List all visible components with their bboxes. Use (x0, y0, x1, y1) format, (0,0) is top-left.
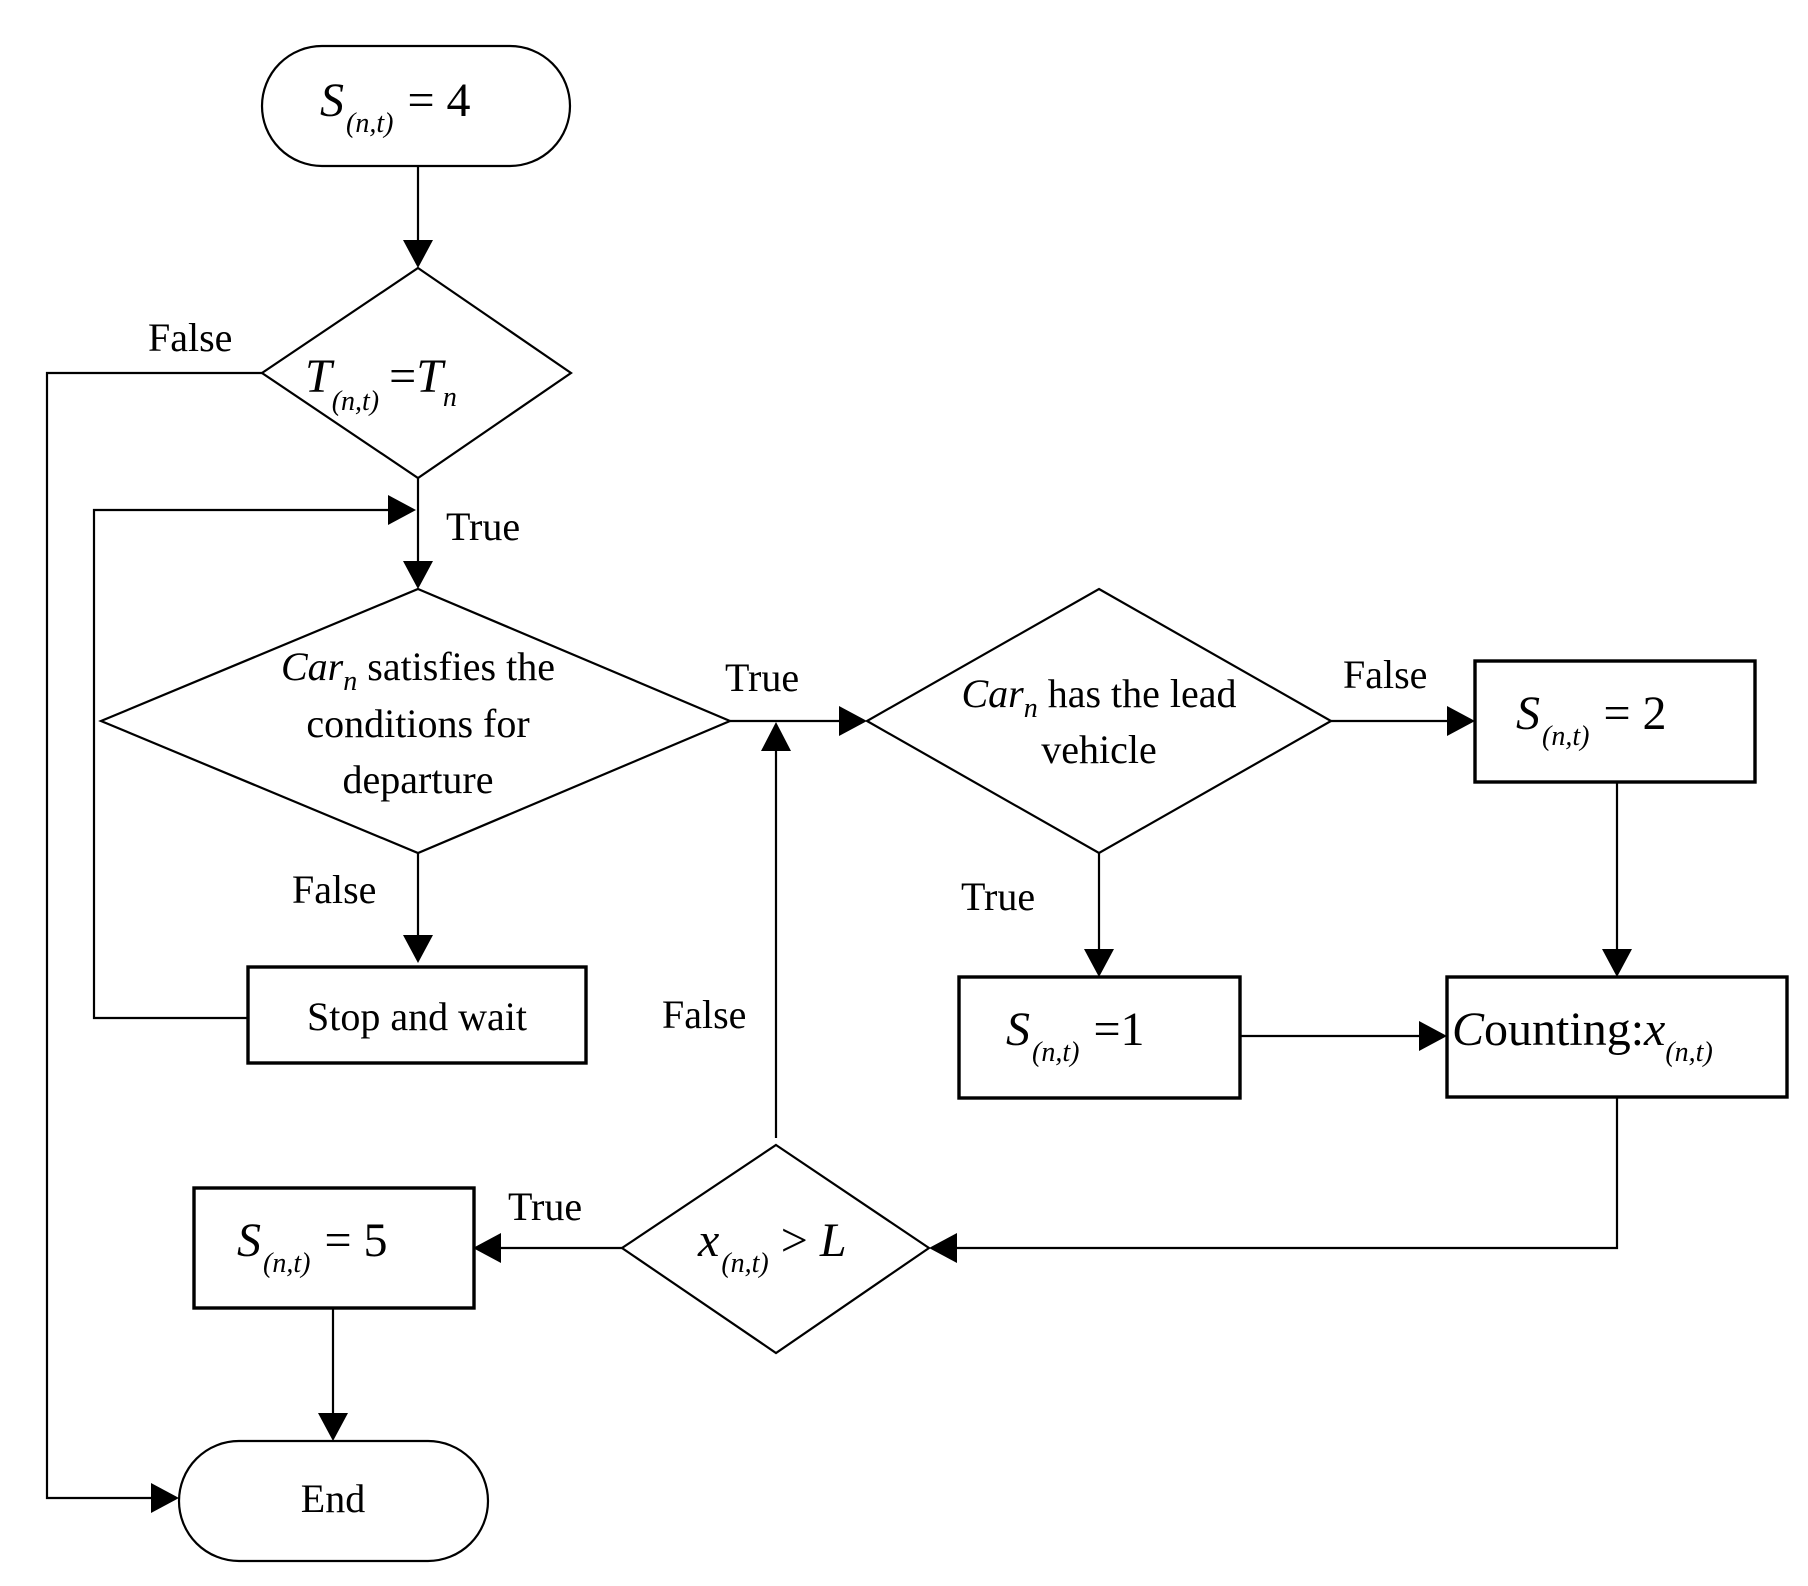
counting-expression: Counting:x(n,t) (1452, 1003, 1713, 1068)
end-label: End (301, 1476, 365, 1521)
arrowhead-compare (929, 1233, 957, 1263)
node-counting: Counting:x(n,t) (1445, 975, 1789, 1099)
terminal-start-shape (260, 44, 572, 168)
node-departure: Carn satisfies the conditions for depart… (98, 587, 733, 855)
node-lead: Carn has the lead vehicle (864, 587, 1334, 855)
arrowhead-lead (839, 706, 867, 736)
departure-line-2: conditions for (306, 701, 529, 746)
terminal-end-shape (177, 1439, 490, 1563)
decision-time-shape (260, 266, 573, 480)
label-departure-false: False (292, 867, 376, 912)
node-end: End (177, 1439, 490, 1563)
decision-departure-shape (98, 587, 733, 855)
arrowhead-counting-top (1602, 949, 1632, 977)
s2-expression: S(n,t)= 2 (1516, 687, 1667, 752)
decision-lead-shape (864, 587, 1334, 855)
arrowhead-s1 (1084, 949, 1114, 977)
label-lead-true: True (961, 874, 1035, 919)
lead-line-1: Carn has the lead (961, 671, 1236, 724)
edge-stop-loop-back (92, 508, 394, 1020)
decision-compare-shape (620, 1143, 931, 1355)
label-compare-false: False (662, 992, 746, 1037)
edge-time-false-to-end (45, 371, 262, 1500)
process-s1-shape (957, 975, 1242, 1100)
connectors (45, 166, 1632, 1513)
label-compare-true: True (508, 1184, 582, 1229)
s5-expression: S(n,t)= 5 (237, 1214, 388, 1279)
process-s2-shape (1473, 659, 1757, 784)
node-check-time: T(n,t)=Tn (260, 266, 573, 480)
process-s5-shape (192, 1186, 476, 1310)
label-time-true: True (446, 504, 520, 549)
node-s1: S(n,t)=1 (957, 975, 1242, 1100)
arrowhead-counting-left (1419, 1021, 1447, 1051)
stop-wait-label: Stop and wait (307, 994, 527, 1039)
arrowhead-end-top (318, 1413, 348, 1441)
node-start: S(n,t)= 4 (260, 44, 572, 168)
node-compare: x(n,t) > L (620, 1143, 931, 1355)
arrowhead-s2 (1447, 706, 1475, 736)
departure-line-3: departure (342, 757, 493, 802)
process-counting-shape (1445, 975, 1789, 1099)
edge-labels: False True True False False True False T… (148, 315, 1427, 1229)
label-departure-true: True (725, 655, 799, 700)
node-s5: S(n,t)= 5 (192, 1186, 476, 1310)
arrowhead-s5 (473, 1233, 501, 1263)
process-stop-shape (246, 965, 588, 1065)
lead-line-2: vehicle (1041, 727, 1157, 772)
label-lead-false: False (1343, 652, 1427, 697)
arrowhead-stop (403, 935, 433, 963)
label-time-false: False (148, 315, 232, 360)
departure-line-1: Carn satisfies the (281, 644, 555, 697)
start-expression: S(n,t)= 4 (320, 74, 471, 139)
node-s2: S(n,t)= 2 (1473, 659, 1757, 784)
time-expression: T(n,t)=Tn (305, 350, 457, 417)
node-stop-wait: Stop and wait (246, 965, 588, 1065)
edge-counting-to-compare (950, 1097, 1619, 1250)
arrowhead-time-check (403, 240, 433, 268)
s1-expression: S(n,t)=1 (1006, 1003, 1145, 1068)
compare-expression: x(n,t) > L (697, 1214, 847, 1279)
arrowhead-up (761, 722, 791, 751)
arrowhead-departure (403, 561, 433, 589)
arrowhead-loop (388, 495, 416, 525)
arrowhead-end-left (151, 1483, 179, 1513)
